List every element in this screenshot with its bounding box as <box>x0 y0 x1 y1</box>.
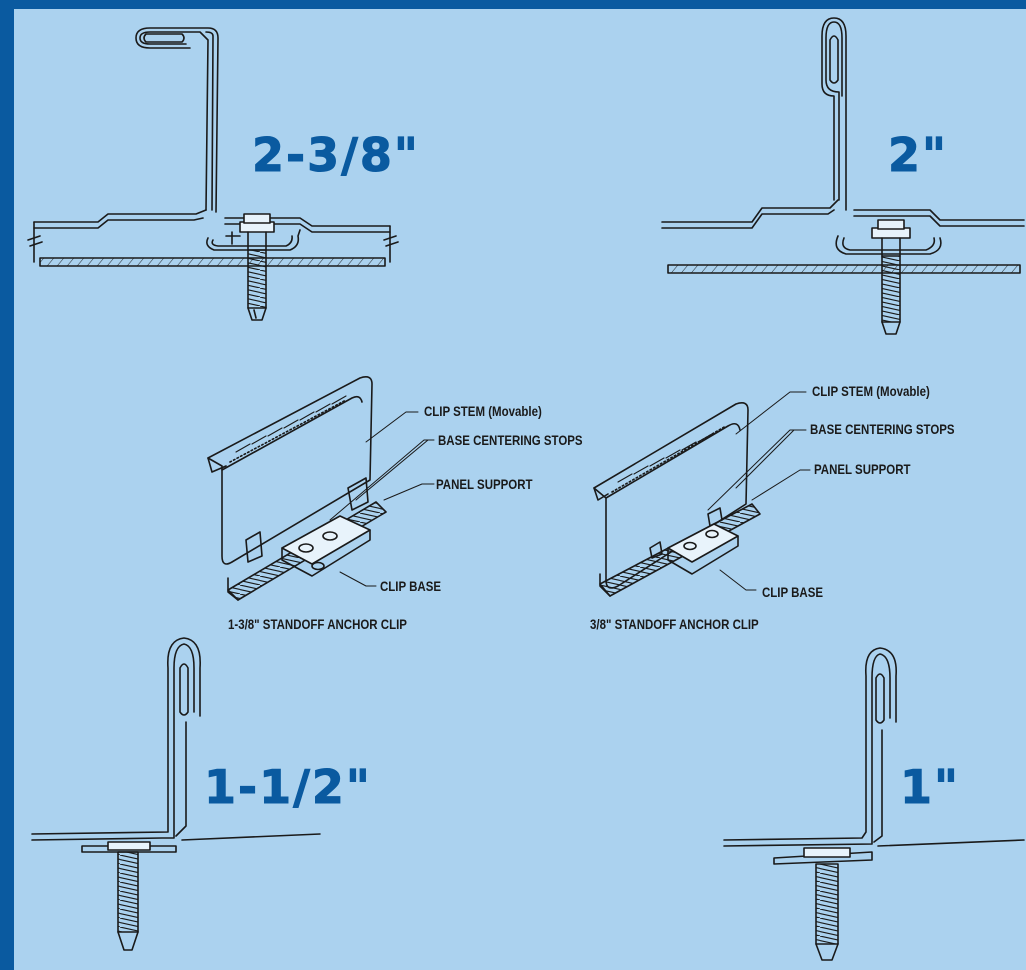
seam-1-1-2-profile <box>31 637 321 951</box>
callout-panel-support-small: PANEL SUPPORT <box>814 461 911 477</box>
caption-large-clip: 1-3/8" STANDOFF ANCHOR CLIP <box>228 616 407 632</box>
dimension-label-2: 2" <box>888 128 948 182</box>
callout-base-centering-stops-large: BASE CENTERING STOPS <box>438 432 583 448</box>
dimension-label-1-1-2: 1-1/2" <box>204 760 372 814</box>
callout-clip-base-small: CLIP BASE <box>762 584 824 600</box>
standoff-clip-small-drawing <box>593 391 811 597</box>
callout-clip-base-large: CLIP BASE <box>380 578 442 594</box>
caption-small-clip: 3/8" STANDOFF ANCHOR CLIP <box>590 616 759 632</box>
standoff-clip-large-drawing <box>207 376 435 601</box>
callout-base-centering-stops-small: BASE CENTERING STOPS <box>810 421 955 437</box>
seam-1-profile <box>723 647 1025 961</box>
callout-clip-stem-large: CLIP STEM (Movable) <box>424 403 542 419</box>
callout-clip-stem-small: CLIP STEM (Movable) <box>812 383 930 399</box>
diagram-background <box>14 9 1026 970</box>
seam-2-3-8-profile <box>27 27 399 321</box>
dimension-label-1: 1" <box>900 760 960 814</box>
callout-panel-support-large: PANEL SUPPORT <box>436 476 533 492</box>
seam-2-profile <box>661 17 1025 335</box>
dimension-label-2-3-8: 2-3/8" <box>252 128 420 182</box>
